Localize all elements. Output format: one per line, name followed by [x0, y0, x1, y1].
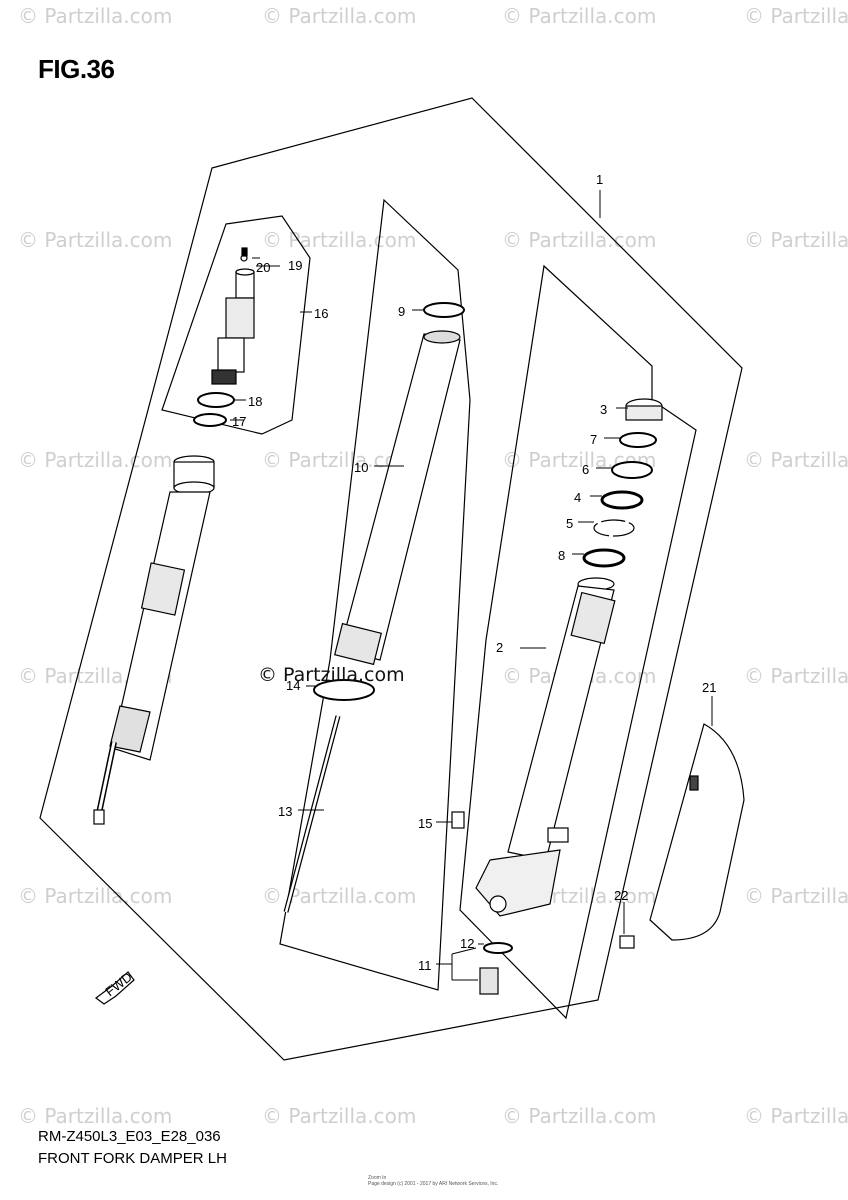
- callout-19: 19: [288, 258, 302, 273]
- watermark: © Partzilla.com: [744, 884, 848, 908]
- callout-14: 14: [286, 678, 300, 693]
- callout-3: 3: [600, 402, 607, 417]
- watermark: © Partzilla.com: [262, 4, 417, 28]
- callout-12: 12: [460, 936, 474, 951]
- outer-tube-outline: [459, 264, 697, 1020]
- watermark: © Partzilla.com: [18, 884, 173, 908]
- callout-13: 13: [278, 804, 292, 819]
- watermark: © Partzilla.com: [18, 1104, 173, 1128]
- callout-21: 21: [702, 680, 716, 695]
- callout-2: 2: [496, 640, 503, 655]
- callout-18: 18: [248, 394, 262, 409]
- callout-1: 1: [596, 172, 603, 187]
- callout-9: 9: [398, 304, 405, 319]
- cap-valve-assembly: [193, 247, 255, 427]
- footer-line-2: Page design (c) 2001 - 2017 by ARI Netwo…: [368, 1181, 499, 1187]
- watermark: © Partzilla.com: [744, 228, 848, 252]
- callout-15: 15: [418, 816, 432, 831]
- watermark: © Partzilla.com: [502, 4, 657, 28]
- fork-guard: [649, 723, 745, 941]
- callout-4: 4: [574, 490, 581, 505]
- footer-line-1: Zoom In: [368, 1175, 387, 1181]
- assembly-outline: [39, 97, 743, 1061]
- watermark: © Partzilla.com: [262, 1104, 417, 1128]
- inner-tube: [283, 302, 465, 913]
- callout-22: 22: [614, 888, 628, 903]
- outer-tube: [475, 398, 663, 917]
- watermark: © Partzilla.com: [744, 448, 848, 472]
- watermark: © Partzilla.com: [744, 4, 848, 28]
- watermark: © Partzilla.com: [18, 228, 173, 252]
- fwd-direction-arrow: [95, 971, 135, 1005]
- damper-rod-assembly: [93, 455, 215, 825]
- diagram-title: FRONT FORK DAMPER LH: [38, 1150, 227, 1167]
- callout-17: 17: [232, 414, 246, 429]
- callout-20: 20: [256, 260, 270, 275]
- callout-8: 8: [558, 548, 565, 563]
- watermark: © Partzilla.com: [744, 664, 848, 688]
- watermark: © Partzilla.com: [502, 1104, 657, 1128]
- fwd-label: FWD: [102, 969, 135, 999]
- watermark: © Partzilla.com: [502, 228, 657, 252]
- watermark: © Partzilla.com: [18, 448, 173, 472]
- page-footer: Zoom In Page design (c) 2001 - 2017 by A…: [368, 1175, 498, 1187]
- model-code: RM-Z450L3_E03_E28_036: [38, 1128, 221, 1145]
- callout-6: 6: [582, 462, 589, 477]
- callout-7: 7: [590, 432, 597, 447]
- callout-10: 10: [354, 460, 368, 475]
- callout-11: 11: [418, 958, 432, 973]
- figure-title: FIG.36: [38, 54, 115, 84]
- inner-tube-outline: [279, 198, 471, 991]
- center-watermark: © Partzilla.com: [258, 664, 405, 686]
- small-parts: [451, 811, 635, 995]
- watermark: © Partzilla.com: [18, 4, 173, 28]
- cap-group-outline: [161, 215, 311, 435]
- callout-5: 5: [566, 516, 573, 531]
- callout-16: 16: [314, 306, 328, 321]
- watermark: © Partzilla.com: [744, 1104, 848, 1128]
- watermark: © Partzilla.com: [262, 228, 417, 252]
